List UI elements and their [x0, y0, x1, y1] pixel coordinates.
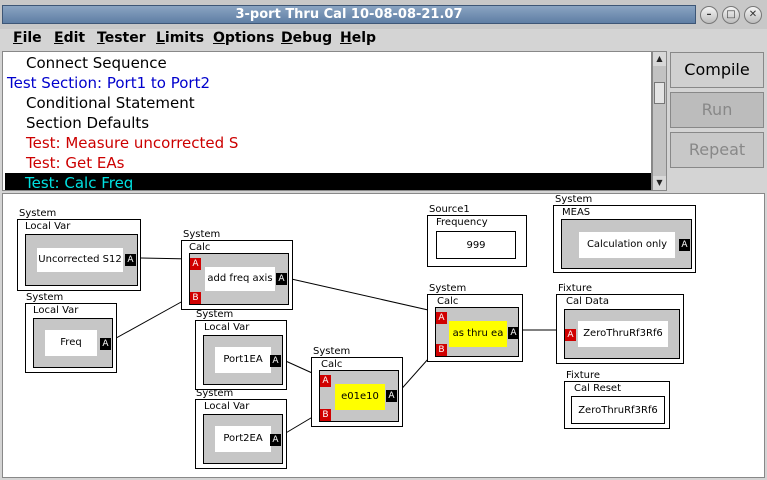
scroll-down-icon[interactable]: ▼ — [653, 176, 666, 190]
sequence-item[interactable]: Conditional Statement — [26, 94, 195, 112]
node-group-label: System — [196, 309, 234, 320]
input-port-a[interactable]: A — [320, 375, 331, 387]
node-value: ZeroThruRf3Rf6 — [578, 321, 668, 347]
node-group-label: System — [19, 208, 57, 219]
node-value: Port1EA — [215, 347, 271, 373]
node-group-label: System — [555, 194, 593, 205]
node-value: e01e10 — [335, 384, 385, 410]
node-type-label: Calc — [189, 242, 211, 253]
input-port-a[interactable]: A — [565, 329, 576, 341]
maximize-icon[interactable]: □ — [722, 6, 740, 24]
scroll-up-icon[interactable]: ▲ — [653, 52, 666, 66]
node-type-label: Cal Data — [566, 296, 609, 307]
title-bar: 3-port Thru Cal 10-08-08-21.07 – □ ✕ — [0, 0, 767, 29]
menu-options[interactable]: Options — [213, 30, 275, 46]
run-button[interactable]: Run — [670, 92, 764, 128]
menu-edit[interactable]: Edit — [54, 30, 86, 46]
repeat-button[interactable]: Repeat — [670, 132, 764, 168]
menu-file[interactable]: File — [13, 30, 42, 46]
node-group-label: Source1 — [429, 204, 470, 215]
output-port-a[interactable]: A — [270, 355, 281, 367]
node-type-label: Local Var — [204, 322, 250, 333]
wire-addfreq-asthru — [286, 277, 438, 313]
node-group-label: Fixture — [558, 283, 593, 294]
sequence-test-item[interactable]: Test: Get EAs — [26, 154, 125, 172]
node-value: Calculation only — [579, 232, 675, 258]
node-value: Uncorrected S12 — [37, 248, 123, 272]
node-group-label: System — [26, 292, 64, 303]
input-port-b[interactable]: B — [190, 292, 201, 304]
sequence-section-header[interactable]: Test Section: Port1 to Port2 — [7, 74, 211, 92]
node-type-label: MEAS — [562, 207, 591, 218]
menu-help[interactable]: Help — [340, 30, 377, 46]
sequence-test-item-selected[interactable]: Test: Calc Freq — [5, 173, 651, 190]
window-title[interactable]: 3-port Thru Cal 10-08-08-21.07 — [2, 5, 696, 24]
input-port-a[interactable]: A — [436, 312, 447, 324]
compile-button[interactable]: Compile — [670, 52, 764, 88]
node-group-label: System — [429, 283, 467, 294]
input-port-b[interactable]: B — [320, 409, 331, 421]
node-type-label: Local Var — [25, 221, 71, 232]
sequence-item[interactable]: Section Defaults — [26, 114, 150, 132]
node-value: as thru ea — [449, 321, 507, 347]
node-type-label: Frequency — [436, 217, 488, 228]
wire-freq-addfreq — [108, 295, 193, 343]
node-group-label: System — [196, 388, 234, 399]
menu-limits[interactable]: Limits — [156, 30, 205, 46]
menu-tester[interactable]: Tester — [97, 30, 146, 46]
output-port-a[interactable]: A — [270, 434, 281, 446]
frequency-value: 999 — [436, 231, 516, 259]
menu-debug[interactable]: Debug — [281, 30, 333, 46]
output-port-a[interactable]: A — [100, 338, 111, 350]
node-type-label: Cal Reset — [574, 383, 622, 394]
output-port-a[interactable]: A — [125, 254, 136, 266]
node-group-label: Fixture — [566, 370, 601, 381]
sequence-test-item[interactable]: Test: Measure uncorrected S — [26, 134, 239, 152]
node-value: Freq — [45, 330, 97, 356]
input-port-b[interactable]: B — [436, 344, 447, 356]
node-type-label: Local Var — [204, 401, 250, 412]
node-type-label: Calc — [321, 359, 343, 370]
node-type-label: Calc — [437, 296, 459, 307]
node-value: Port2EA — [215, 426, 271, 452]
node-group-label: System — [183, 229, 221, 240]
menu-bar: File Edit Tester Limits Options Debug He… — [0, 29, 767, 49]
node-value: add freq axis — [205, 267, 275, 291]
node-value: ZeroThruRf3Rf6 — [571, 396, 665, 424]
output-port-a[interactable]: A — [386, 390, 397, 402]
node-type-label: Local Var — [33, 305, 79, 316]
sequence-list[interactable]: Connect Sequence Test Section: Port1 to … — [2, 51, 652, 191]
scroll-thumb[interactable] — [654, 82, 665, 104]
minimize-icon[interactable]: – — [700, 6, 718, 24]
input-port-a[interactable]: A — [190, 258, 201, 270]
output-port-a[interactable]: A — [679, 239, 690, 251]
diagram-canvas[interactable]: System Local Var Uncorrected S12 A Syste… — [2, 193, 765, 478]
sequence-item[interactable]: Connect Sequence — [26, 54, 167, 72]
output-port-a[interactable]: A — [276, 273, 287, 285]
node-group-label: System — [313, 346, 351, 357]
sequence-scrollbar[interactable]: ▲ ▼ — [652, 51, 667, 191]
output-port-a[interactable]: A — [508, 327, 519, 339]
close-icon[interactable]: ✕ — [744, 6, 762, 24]
